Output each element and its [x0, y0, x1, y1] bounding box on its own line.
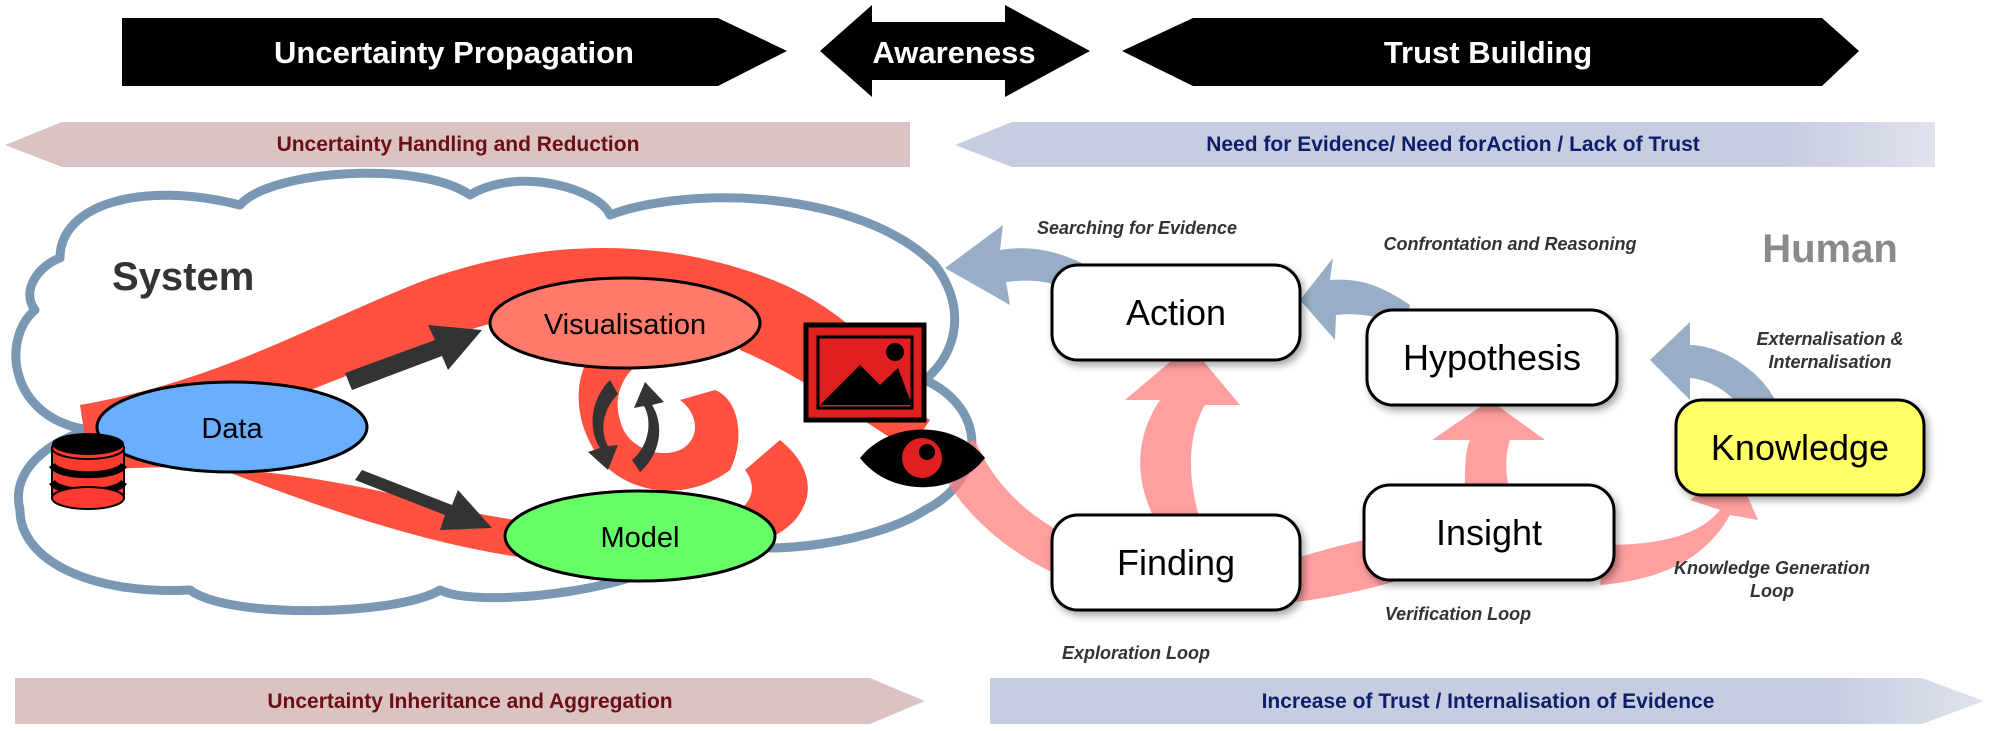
confrontation-reasoning-label: Confrontation and Reasoning	[1384, 234, 1637, 254]
banner-awareness-label: Awareness	[872, 35, 1035, 70]
externalisation-label-line2: Internalisation	[1768, 352, 1891, 372]
system-flow-arrows	[345, 325, 492, 530]
band-uncertainty-inheritance-label: Uncertainty Inheritance and Aggregation	[267, 690, 672, 713]
banner-uncertainty-propagation-label: Uncertainty Propagation	[274, 35, 634, 70]
image-icon	[803, 322, 927, 423]
band-uncertainty-inheritance: Uncertainty Inheritance and Aggregation	[15, 678, 925, 724]
band-increase-of-trust: Increase of Trust / Internalisation of E…	[990, 678, 1984, 724]
banner-trust-building-label: Trust Building	[1384, 35, 1592, 70]
band-uncertainty-handling-label: Uncertainty Handling and Reduction	[277, 133, 640, 156]
human-label: Human	[1762, 227, 1898, 271]
band-increase-of-trust-label: Increase of Trust / Internalisation of E…	[1262, 690, 1715, 713]
hypothesis-node: Hypothesis	[1365, 308, 1619, 407]
system-cloud	[11, 168, 977, 616]
banner-uncertainty-propagation: Uncertainty Propagation	[122, 18, 787, 86]
system-label: System	[112, 255, 254, 299]
knowledge-node: Knowledge	[1674, 398, 1926, 497]
banner-trust-building: Trust Building	[1122, 18, 1859, 86]
band-need-for-evidence-label: Need for Evidence/ Need forAction / Lack…	[1206, 133, 1700, 156]
exploration-loop-label: Exploration Loop	[1062, 643, 1210, 663]
knowledge-node-label: Knowledge	[1711, 427, 1889, 468]
insight-node-label: Insight	[1436, 512, 1542, 553]
action-node-label: Action	[1126, 292, 1226, 333]
data-node: Data	[95, 380, 369, 474]
hypothesis-node-label: Hypothesis	[1403, 337, 1581, 378]
action-node: Action	[1050, 263, 1302, 362]
finding-node: Finding	[1050, 513, 1302, 612]
model-node: Model	[503, 489, 777, 583]
knowledge-generation-label-line2: Loop	[1750, 581, 1794, 601]
database-icon	[49, 433, 127, 510]
band-need-for-evidence: Need for Evidence/ Need forAction / Lack…	[955, 122, 1935, 167]
banner-awareness: Awareness	[820, 5, 1090, 97]
insight-node: Insight	[1362, 483, 1616, 582]
data-node-label: Data	[201, 413, 263, 445]
cycle-arrows-icon	[588, 380, 664, 472]
visualisation-node: Visualisation	[488, 276, 762, 370]
verification-loop-label: Verification Loop	[1385, 604, 1531, 624]
finding-node-label: Finding	[1117, 542, 1235, 583]
model-node-label: Model	[601, 522, 680, 554]
externalisation-label-line1: Externalisation &	[1756, 329, 1903, 349]
visualisation-node-label: Visualisation	[544, 309, 706, 341]
knowledge-generation-label-line1: Knowledge Generation	[1674, 558, 1870, 578]
band-uncertainty-handling: Uncertainty Handling and Reduction	[5, 122, 910, 167]
searching-for-evidence-label: Searching for Evidence	[1037, 218, 1237, 238]
eye-icon	[860, 429, 985, 488]
